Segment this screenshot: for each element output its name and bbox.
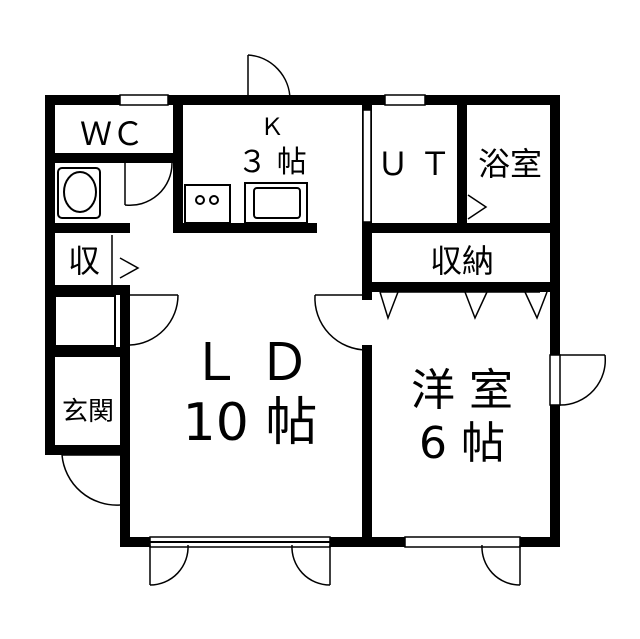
room-label-bath: 浴室	[478, 145, 542, 183]
doors	[61, 54, 607, 586]
interior-walls	[45, 95, 560, 547]
outer-walls	[45, 95, 560, 547]
room-label-western: 洋 室	[411, 365, 513, 416]
room-label-storage-small: 収	[68, 242, 100, 280]
room-size-western: 6 帖	[419, 418, 505, 469]
room-labels: ＷＣ Ｋ ３ 帖 Ｕ Ｔ 浴室 収 収納 Ｌ Ｄ 10 帖 洋 室 6 帖 玄関	[62, 113, 542, 469]
room-label-kitchen: Ｋ	[260, 113, 284, 141]
windows	[119, 94, 561, 548]
room-label-entrance: 玄関	[62, 397, 114, 427]
room-label-closet: 収納	[430, 242, 494, 280]
room-label-wc: ＷＣ	[80, 115, 144, 153]
fixtures	[54, 167, 308, 347]
room-label-ut: Ｕ Ｔ	[377, 145, 451, 183]
room-size-kitchen: ３ 帖	[237, 145, 307, 180]
room-size-ld: 10 帖	[183, 393, 318, 453]
room-label-ld: Ｌ Ｄ	[190, 333, 311, 393]
